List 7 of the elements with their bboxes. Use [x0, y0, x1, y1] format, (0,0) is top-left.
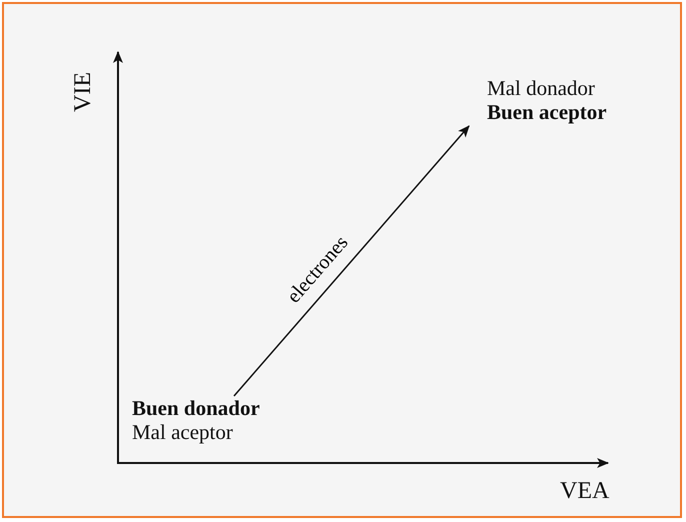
- property-label: Buen donador: [132, 396, 260, 420]
- axis-label: VIE: [70, 72, 97, 112]
- axis-label: VEA: [560, 478, 610, 505]
- arrow: [233, 125, 470, 396]
- property-label: Mal aceptor: [132, 420, 234, 444]
- property-label: Mal donador: [487, 76, 596, 100]
- property-label: Buen aceptor: [487, 100, 607, 124]
